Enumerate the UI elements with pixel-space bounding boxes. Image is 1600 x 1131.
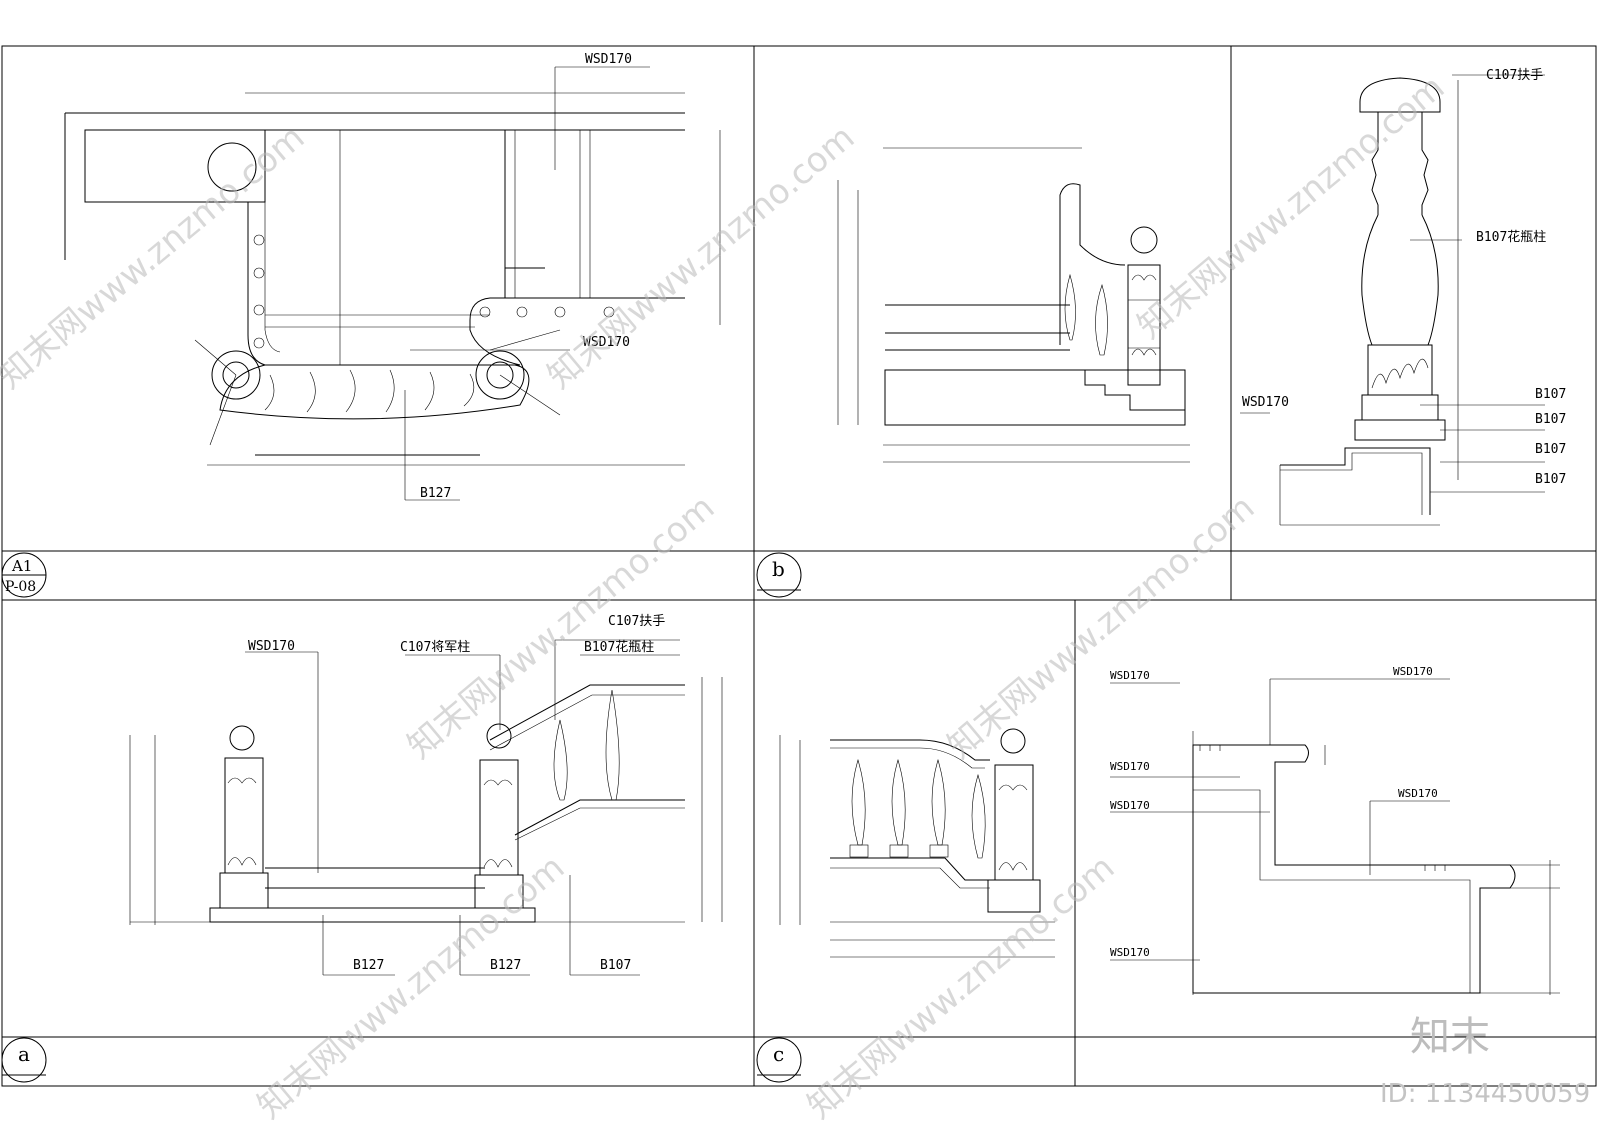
watermark-text-1: 知末网www.znzmo.com	[0, 117, 312, 396]
panel-a1-plan	[64, 66, 721, 501]
watermark-text-6: 知末网www.znzmo.com	[250, 847, 572, 1126]
label-bd-b107-3: B107	[1535, 442, 1566, 457]
label-a1-wsd170-top: WSD170	[585, 52, 632, 67]
watermark-brand: 知末	[1410, 1014, 1490, 1060]
watermark-text-7: 知末网www.znzmo.com	[800, 847, 1122, 1126]
label-a-b127-left: B127	[353, 958, 384, 973]
tag-a1	[1, 552, 47, 598]
label-a-b127-right: B127	[490, 958, 521, 973]
label-a1-b127: B127	[420, 486, 451, 501]
tag-a1-upper: A1	[11, 557, 32, 575]
panel-b-elevation	[837, 147, 1190, 463]
label-bd-handrail: C107扶手	[1486, 68, 1543, 83]
label-a-handrail: C107扶手	[608, 614, 665, 629]
label-cd-r1: WSD170	[1393, 665, 1433, 678]
watermark-id: ID: 1134450059	[1380, 1079, 1590, 1109]
label-bd-b107-2: B107	[1535, 412, 1566, 427]
label-bd-baluster: B107花瓶柱	[1476, 229, 1546, 245]
label-a1-wsd170-mid: WSD170	[583, 335, 630, 350]
tag-b-letter: b	[772, 557, 785, 581]
tag-a	[1, 1037, 47, 1083]
tag-c-letter: c	[773, 1042, 784, 1066]
label-a-b107: B107	[600, 958, 631, 973]
label-bd-b107-1: B107	[1535, 387, 1566, 402]
panel-b-detail-baluster	[1240, 74, 1545, 526]
label-cd-l4: WSD170	[1110, 946, 1150, 959]
label-a-wsd170: WSD170	[248, 639, 295, 654]
label-cd-l3: WSD170	[1110, 799, 1150, 812]
tag-c	[756, 1037, 802, 1083]
tag-b	[756, 552, 802, 598]
watermark-text-5: 知末网www.znzmo.com	[940, 487, 1262, 766]
tag-a1-lower: P-08	[5, 579, 36, 595]
label-a-baluster: B107花瓶柱	[584, 639, 654, 655]
tag-a-letter: a	[18, 1042, 30, 1066]
sheet-frame	[1, 45, 1597, 1087]
watermark-text-2: 知末网www.znzmo.com	[540, 117, 862, 396]
label-bd-wsd170: WSD170	[1242, 395, 1289, 410]
watermark-text-3: 知末网www.znzmo.com	[1130, 67, 1452, 346]
panel-a-elevation	[129, 639, 723, 976]
label-a-newel: C107将军柱	[400, 640, 470, 655]
label-cd-l1: WSD170	[1110, 669, 1150, 682]
panel-c-detail-section	[1110, 678, 1560, 995]
label-cd-r2: WSD170	[1398, 787, 1438, 800]
label-cd-l2: WSD170	[1110, 760, 1150, 773]
watermark-layer: 知末网www.znzmo.com 知末网www.znzmo.com 知末网www…	[0, 67, 1452, 1126]
panel-c-elevation	[779, 728, 1055, 958]
label-bd-b107-4: B107	[1535, 472, 1566, 487]
